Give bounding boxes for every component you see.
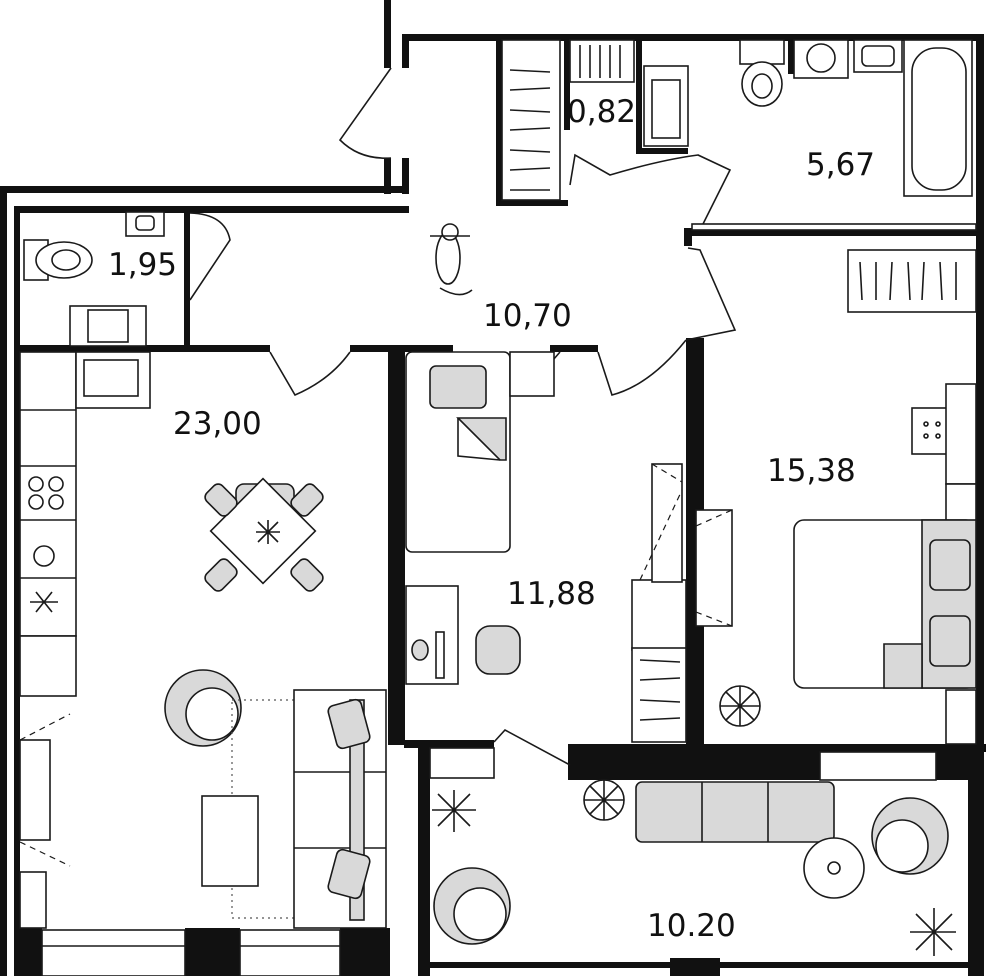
balcony-area-label: 10.20 xyxy=(647,908,736,944)
armchair xyxy=(164,669,242,747)
bedroom-area-label: 15,38 xyxy=(767,453,856,489)
plant-icon xyxy=(583,779,625,821)
bathroom-room xyxy=(691,39,977,231)
balcony-armchair xyxy=(871,797,949,875)
sofa xyxy=(293,689,387,929)
kids-room xyxy=(405,351,687,743)
balcony-armchair xyxy=(433,867,511,945)
wardrobe-room xyxy=(501,39,689,201)
double-bed xyxy=(793,519,977,689)
dining-table xyxy=(204,477,324,592)
bathroom-area-label: 5,67 xyxy=(806,147,875,183)
hall-room xyxy=(430,223,473,296)
plant-icon xyxy=(432,790,476,832)
balcony-room xyxy=(432,779,956,956)
kids-room-area-label: 11,88 xyxy=(507,576,596,612)
kitchen-living-area-label: 23,00 xyxy=(173,406,262,442)
wardrobe-area-label: 0,82 xyxy=(567,94,636,130)
toilet-room xyxy=(23,211,165,347)
kitchen-living-room xyxy=(19,351,387,929)
area-labels: 0,82 5,67 1,95 10,70 23,00 15,38 11,88 1… xyxy=(108,94,875,944)
bedroom-room xyxy=(695,249,977,745)
doors xyxy=(189,67,737,766)
plant-icon xyxy=(910,908,956,956)
cat-icon xyxy=(430,223,473,296)
plant-icon xyxy=(719,685,761,727)
hall-area-label: 10,70 xyxy=(483,298,572,334)
toilet-area-label: 1,95 xyxy=(108,247,177,283)
windows xyxy=(41,747,937,976)
